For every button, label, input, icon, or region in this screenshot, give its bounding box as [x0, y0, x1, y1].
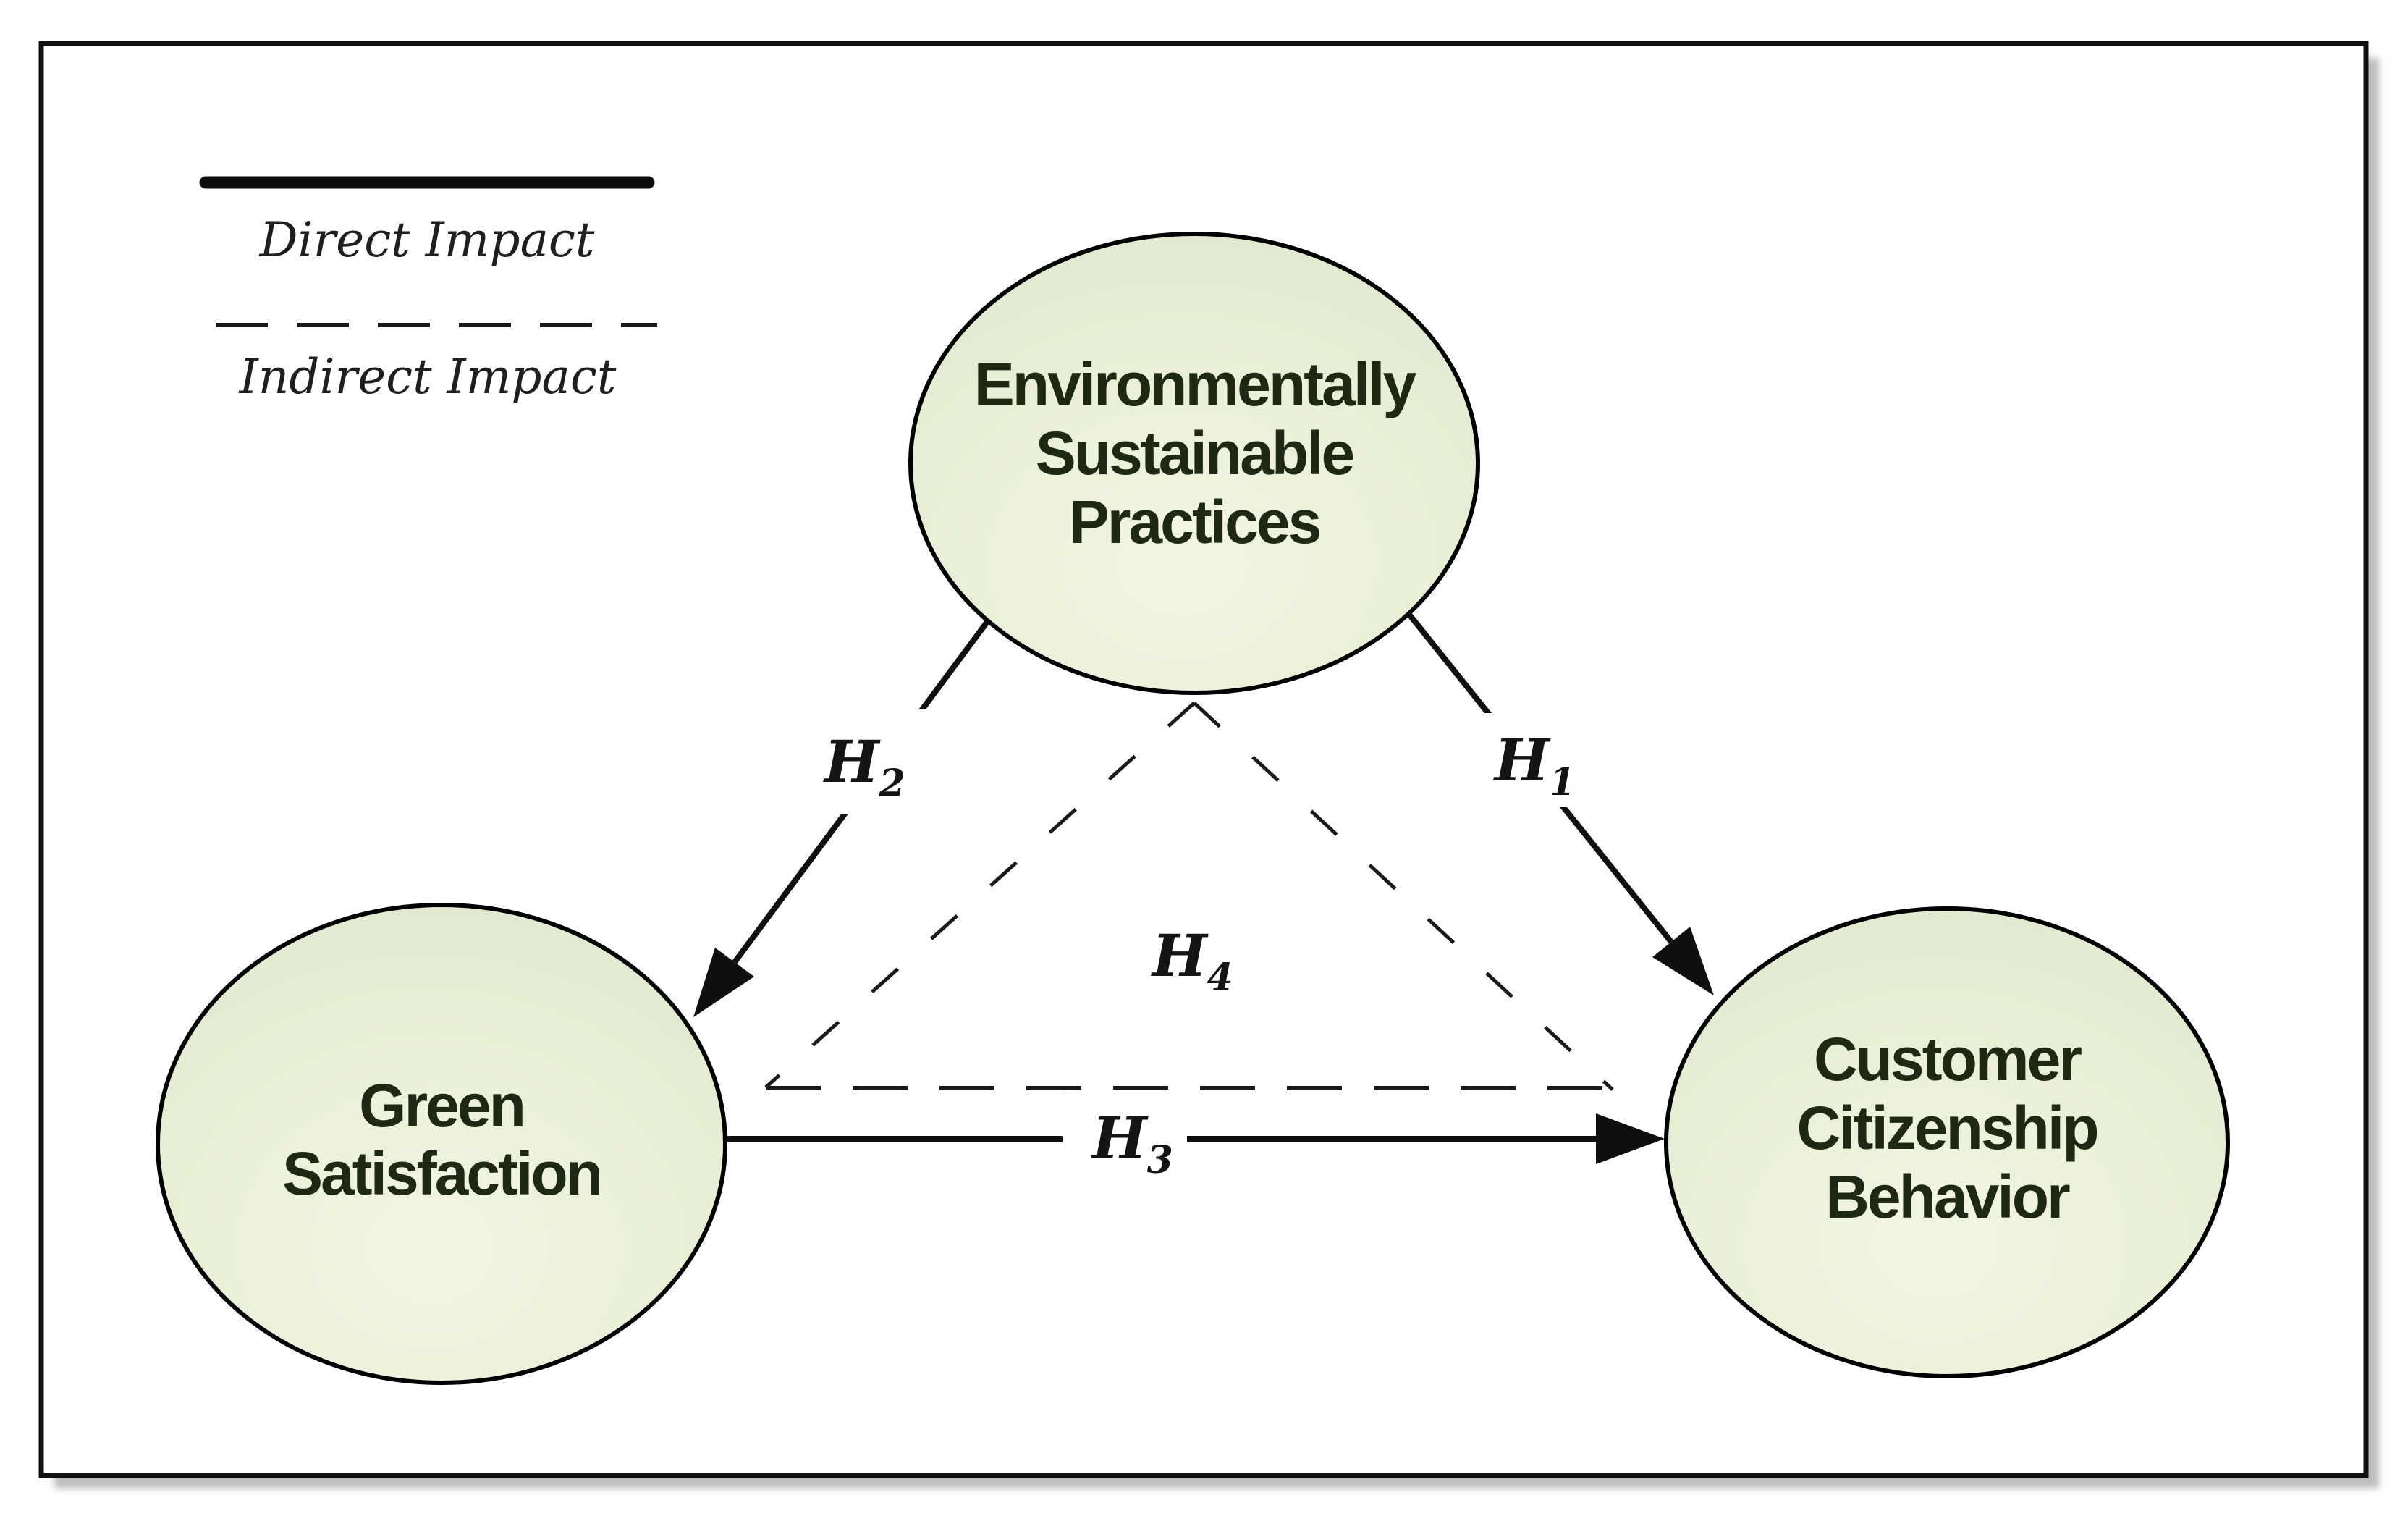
node-esp-ellipse: [908, 232, 1480, 695]
h3-arrowhead-icon: [1596, 1113, 1665, 1164]
node-ccb-label-line1: Customer: [1814, 1025, 2082, 1093]
node-gs-label-line2: Satisfaction: [282, 1140, 601, 1208]
h3-label-backplate: [1063, 1090, 1187, 1176]
node-gs: Green Satisfaction: [156, 903, 727, 1385]
legend-indirect-label: Indirect Impact: [239, 349, 617, 405]
node-ccb-label-line2: Citizenship: [1796, 1094, 2097, 1162]
node-esp-label-line3: Practices: [1069, 488, 1320, 556]
h2-label: H2: [823, 728, 905, 806]
node-esp-label-line1: Environmentally: [974, 350, 1417, 418]
node-ccb: Customer Citizenship Behavior: [1664, 906, 2230, 1378]
h1-label: H1: [1493, 726, 1576, 804]
node-gs-ellipse: [156, 903, 727, 1385]
node-ccb-label-line3: Behavior: [1825, 1163, 2070, 1231]
h2-label-backplate: [796, 709, 930, 814]
h2-arrowhead-icon: [693, 948, 754, 1017]
h3-label: H3: [1091, 1104, 1173, 1182]
h1-label-backplate: [1469, 713, 1585, 807]
indirect-path-triangle: [764, 702, 1614, 1091]
node-esp: Environmentally Sustainable Practices: [908, 232, 1480, 695]
legend: Direct Impact Indirect Impact: [199, 176, 657, 405]
indirect-path-left-segment: [764, 702, 1196, 1089]
h1-arrowhead-icon: [1652, 927, 1714, 995]
legend-direct-label: Direct Impact: [259, 212, 595, 268]
h4-label: H4: [1151, 922, 1233, 1000]
node-esp-label-line2: Sustainable: [1036, 419, 1353, 487]
indirect-path-right-segment: [1193, 702, 1614, 1091]
node-ccb-ellipse: [1664, 906, 2230, 1378]
node-gs-label-line1: Green: [359, 1071, 524, 1140]
